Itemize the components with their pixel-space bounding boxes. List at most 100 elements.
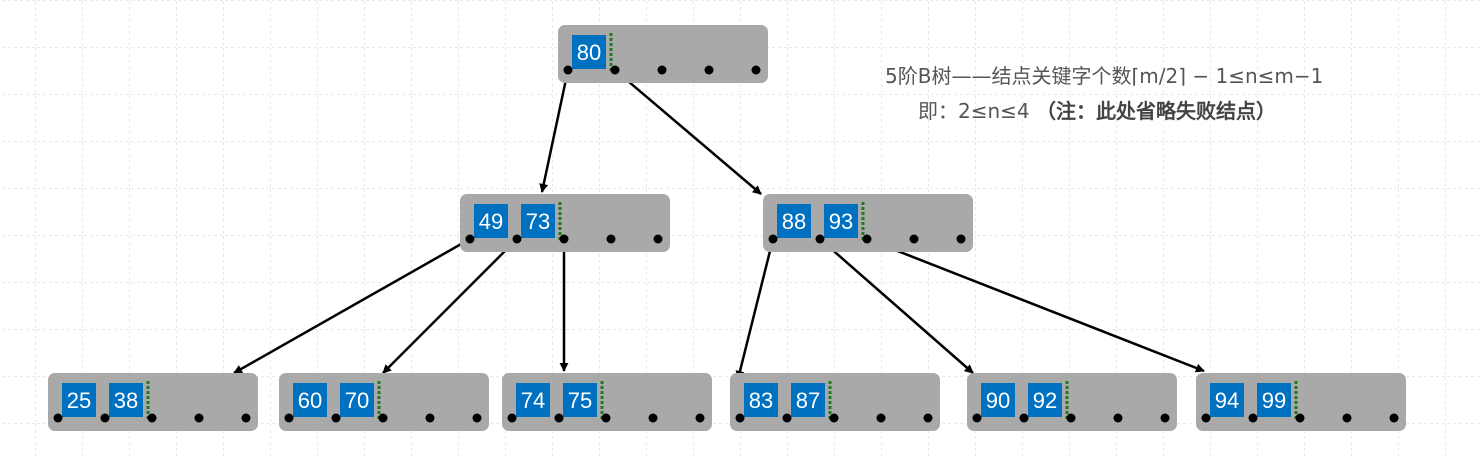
pointer-dot xyxy=(507,413,517,423)
key-box xyxy=(62,383,96,417)
note-line-1: 5阶B树——结点关键字个数⌈m/2⌉ − 1≤n≤m−1 xyxy=(885,64,1324,88)
pointer-dot xyxy=(563,65,573,75)
key-box xyxy=(1210,383,1244,417)
node-box xyxy=(967,373,1177,431)
key-label: 60 xyxy=(298,388,322,413)
key-label: 93 xyxy=(829,209,853,234)
pointer-dot xyxy=(815,234,825,244)
pointer-dot xyxy=(704,65,714,75)
pointer-dot xyxy=(1389,413,1399,423)
pointer-dot xyxy=(1160,413,1170,423)
pointer-dot xyxy=(241,413,251,423)
edge-root-to-n-88-93 xyxy=(614,69,762,195)
node-box xyxy=(1196,373,1406,431)
key-label: 74 xyxy=(521,388,545,413)
key-label: 94 xyxy=(1215,388,1239,413)
pointer-dot xyxy=(53,413,63,423)
key-label: 38 xyxy=(114,388,138,413)
key-box xyxy=(1028,383,1062,417)
node-box xyxy=(460,194,670,252)
key-label: 99 xyxy=(1262,388,1286,413)
key-label: 88 xyxy=(782,209,806,234)
key-label: 75 xyxy=(568,388,592,413)
key-box xyxy=(109,383,143,417)
edge-n-88-93-to-leaf-94-99 xyxy=(866,237,1205,373)
pointer-dot xyxy=(829,413,839,423)
btree-node-leaf-25-38: 25 38 xyxy=(48,373,258,431)
pointer-dot xyxy=(909,234,919,244)
pointer-dot xyxy=(695,413,705,423)
pointer-dot xyxy=(378,413,388,423)
pointer-dot xyxy=(100,413,110,423)
pointer-dot xyxy=(465,234,475,244)
pointer-dot xyxy=(876,413,886,423)
pointer-dot xyxy=(472,413,482,423)
key-box xyxy=(1257,383,1291,417)
pointer-dot xyxy=(194,413,204,423)
btree-node-leaf-83-87: 83 87 xyxy=(730,373,940,431)
pointer-dot xyxy=(972,413,982,423)
key-label: 92 xyxy=(1033,388,1057,413)
pointer-dot xyxy=(735,413,745,423)
btree-node-leaf-90-92: 90 92 xyxy=(967,373,1177,431)
node-box xyxy=(502,373,712,431)
btree-node-leaf-74-75: 74 75 xyxy=(502,373,712,431)
pointer-dot xyxy=(512,234,522,244)
key-box xyxy=(791,383,825,417)
pointer-dot xyxy=(425,413,435,423)
pointer-dot xyxy=(610,65,620,75)
key-box xyxy=(824,204,858,238)
pointer-dot xyxy=(1019,413,1029,423)
key-label: 49 xyxy=(479,209,503,234)
pointer-dot xyxy=(1113,413,1123,423)
note-line-2: 即：2≤n≤4 （注：此处省略失败结点） xyxy=(918,95,1276,124)
pointer-dot xyxy=(657,65,667,75)
key-label: 87 xyxy=(796,388,820,413)
pointer-dot xyxy=(768,234,778,244)
btree-node-leaf-60-70: 60 70 xyxy=(279,373,489,431)
pointer-dot xyxy=(601,413,611,423)
pointer-dot xyxy=(862,234,872,244)
node-box xyxy=(279,373,489,431)
node-box xyxy=(730,373,940,431)
pointer-dot xyxy=(559,234,569,244)
key-box xyxy=(293,383,327,417)
pointer-dot xyxy=(147,413,157,423)
pointer-dot xyxy=(331,413,341,423)
pointer-dot xyxy=(1342,413,1352,423)
pointer-dot xyxy=(782,413,792,423)
edge-n-88-93-to-leaf-83-87 xyxy=(735,238,775,380)
pointer-dot xyxy=(956,234,966,244)
key-label: 83 xyxy=(749,388,773,413)
key-label: 70 xyxy=(345,388,369,413)
pointer-dot xyxy=(751,65,761,75)
key-label: 80 xyxy=(577,40,601,65)
pointer-dot xyxy=(1248,413,1258,423)
pointer-dot xyxy=(606,234,616,244)
pointer-dot xyxy=(648,413,658,423)
key-box xyxy=(521,204,555,238)
key-box xyxy=(563,383,597,417)
key-box xyxy=(340,383,374,417)
pointer-dot xyxy=(923,413,933,423)
key-box xyxy=(777,204,811,238)
note-line-2-bold: （注：此处省略失败结点） xyxy=(1036,99,1276,123)
key-label: 90 xyxy=(986,388,1010,413)
pointer-dot xyxy=(1295,413,1305,423)
key-box xyxy=(981,383,1015,417)
edge-n-49-73-to-leaf-60-70 xyxy=(382,238,518,374)
node-box xyxy=(48,373,258,431)
pointer-dot xyxy=(284,413,294,423)
edge-n-88-93-to-leaf-90-92 xyxy=(819,238,974,374)
key-label: 25 xyxy=(67,388,91,413)
edge-n-49-73-to-leaf-25-38 xyxy=(233,237,471,375)
key-box xyxy=(474,204,508,238)
node-box xyxy=(763,194,973,252)
pointer-dot xyxy=(1066,413,1076,423)
key-box xyxy=(572,35,606,69)
btree-node-leaf-94-99: 94 99 xyxy=(1196,373,1406,431)
edge-root-to-n-49-73 xyxy=(539,69,570,193)
